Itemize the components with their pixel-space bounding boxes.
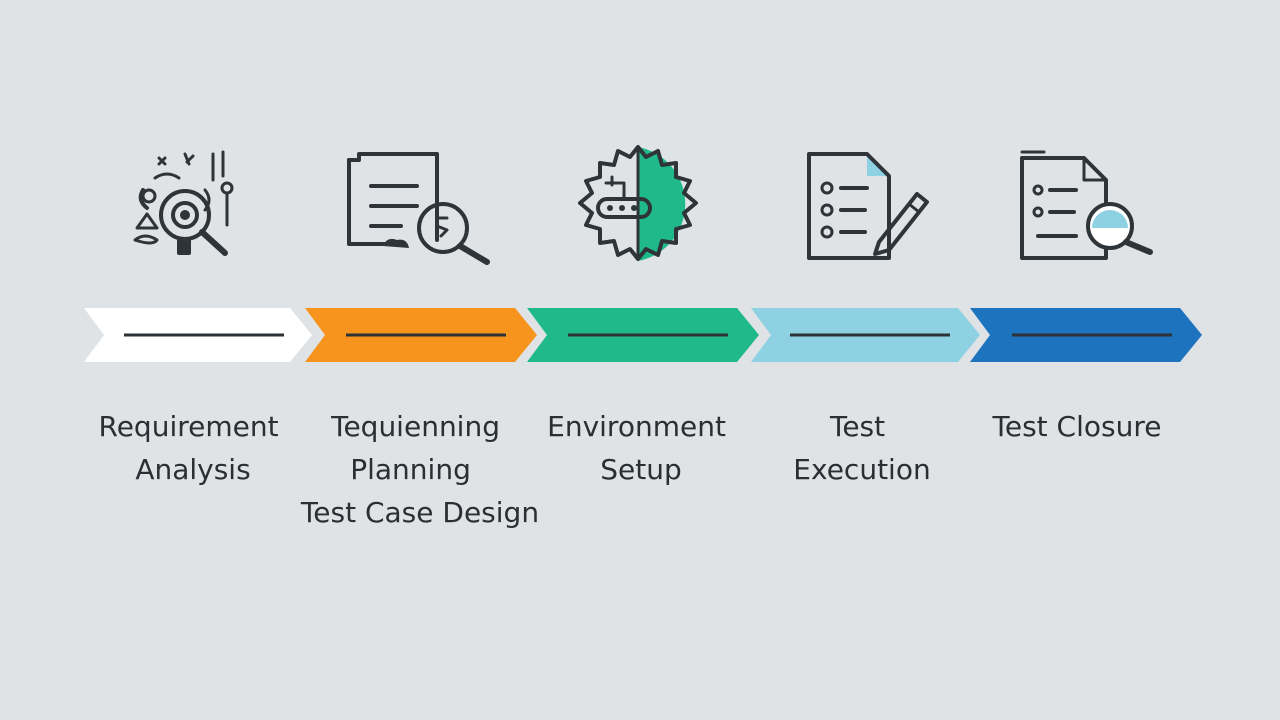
stage-label-requirement-analysis: Requirement Analysis [99,410,288,486]
stage-label-line: Execution [793,453,930,486]
magnifier-analysis-icon [133,150,234,256]
stage-label-test-planning: Tequienning Planning Test Case Design [300,410,539,529]
arrow-track [84,308,1202,362]
stage-label-test-closure: Test Closure [992,410,1162,443]
stage-label-line: Analysis [135,453,250,486]
stage-label-line: Requirement [99,410,279,443]
stage-label-line: Test Case Design [300,496,539,529]
stage-label-environment-setup: Environment Setup [547,410,735,486]
stage-label-line: Setup [600,453,682,486]
icons-row [133,145,1153,265]
document-search-icon [347,152,490,265]
stage-label-line: Test [829,410,885,443]
stage-label-line: Test Closure [992,410,1162,443]
checklist-pencil-icon [807,152,929,260]
stage-labels: Requirement Analysis Tequienning Plannin… [99,410,1162,529]
stage-label-test-execution: Test Execution [793,410,930,486]
stage-label-line: Tequienning [330,410,500,443]
checklist-magnifier-icon [1020,150,1153,260]
stage-label-line: Planning [350,453,471,486]
stage-label-line: Environment [547,410,726,443]
gear-setup-icon [578,145,698,261]
